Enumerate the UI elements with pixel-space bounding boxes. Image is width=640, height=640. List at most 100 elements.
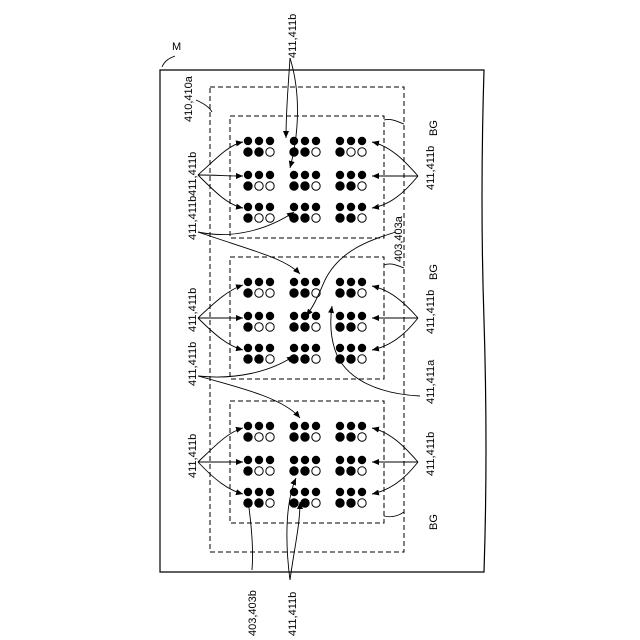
dot-cell [336, 344, 366, 363]
dot-filled [336, 344, 344, 352]
dot-cell [244, 278, 274, 297]
dot-open [266, 323, 274, 331]
dot-filled [347, 355, 355, 363]
dot-filled [244, 422, 252, 430]
dot-filled [347, 289, 355, 297]
dot-open [312, 467, 320, 475]
dot-filled [244, 467, 252, 475]
dot-filled [290, 323, 298, 331]
dot-filled [347, 203, 355, 211]
dot-filled [244, 278, 252, 286]
region-label: 410,410a [183, 75, 195, 122]
dot-filled [336, 323, 344, 331]
dot-filled [244, 433, 252, 441]
dot-open [266, 355, 274, 363]
dot-open [358, 214, 366, 222]
dot-filled [347, 137, 355, 145]
dot-filled [358, 422, 366, 430]
dot-open [255, 323, 263, 331]
callout-mark-a: 403,403a [306, 215, 405, 316]
dot-filled [244, 312, 252, 320]
leader-arrow [198, 285, 243, 318]
dot-filled [244, 171, 252, 179]
dot-filled [301, 137, 309, 145]
dot-filled [312, 137, 320, 145]
dot-filled [301, 355, 309, 363]
dot-filled [358, 456, 366, 464]
dot-filled [336, 433, 344, 441]
dot-cell [290, 344, 320, 363]
dot-filled [301, 499, 309, 507]
dot-cell [244, 422, 274, 441]
dot-filled [336, 278, 344, 286]
dot-filled [347, 182, 355, 190]
dot-filled [312, 203, 320, 211]
dot-filled [244, 148, 252, 156]
dot-open [358, 323, 366, 331]
dot-open [312, 148, 320, 156]
element-label: 411,411b [425, 146, 437, 190]
dot-filled [266, 344, 274, 352]
leader-arrow [198, 318, 243, 350]
dot-filled [255, 148, 263, 156]
element-label: 411,411b [187, 342, 199, 386]
dot-filled [266, 171, 274, 179]
dot-filled [255, 137, 263, 145]
dot-filled [312, 456, 320, 464]
dot-filled [336, 422, 344, 430]
dot-filled [336, 488, 344, 496]
dot-filled [301, 488, 309, 496]
dot-filled [336, 137, 344, 145]
dot-filled [255, 499, 263, 507]
dot-cell [290, 488, 320, 507]
leader-arrow [290, 502, 300, 580]
leader-arrow [248, 500, 253, 570]
dot-filled [347, 433, 355, 441]
dot-filled [301, 456, 309, 464]
bg-label: BG [428, 264, 440, 280]
dot-filled [312, 171, 320, 179]
dot-open [358, 182, 366, 190]
dot-filled [255, 344, 263, 352]
dot-filled [255, 312, 263, 320]
dot-filled [301, 171, 309, 179]
dot-cell [244, 456, 274, 475]
dot-filled [244, 203, 252, 211]
dot-open [255, 214, 263, 222]
dot-open [358, 433, 366, 441]
dot-filled [301, 323, 309, 331]
dot-open [266, 433, 274, 441]
dot-filled [255, 488, 263, 496]
sheet-outline [160, 70, 486, 572]
dot-filled [290, 214, 298, 222]
callout-left-3: 411,411b [187, 285, 243, 350]
dot-filled [290, 182, 298, 190]
dot-filled [312, 422, 320, 430]
dot-filled [301, 433, 309, 441]
dot-filled [301, 467, 309, 475]
dot-filled [358, 312, 366, 320]
leader-arrow [198, 175, 243, 208]
dot-open [312, 323, 320, 331]
dot-cell [290, 278, 320, 297]
element-label: 411,411b [425, 432, 437, 476]
dot-filled [266, 137, 274, 145]
dot-filled [290, 344, 298, 352]
bg-label: BG [428, 514, 440, 530]
dot-filled [347, 323, 355, 331]
callout-mark-b: 403,403b [247, 500, 259, 636]
dot-filled [255, 456, 263, 464]
dot-filled [347, 488, 355, 496]
dot-filled [255, 171, 263, 179]
dot-filled [255, 203, 263, 211]
leader-arrow [198, 175, 243, 176]
dot-filled [312, 278, 320, 286]
mark-b-label: 403,403b [247, 590, 259, 636]
dot-open [266, 467, 274, 475]
leader-arrow [198, 428, 243, 462]
dot-filled [358, 137, 366, 145]
dot-filled [244, 323, 252, 331]
mark-a-label: 403,403a [393, 215, 405, 262]
dot-filled [301, 148, 309, 156]
dot-filled [301, 203, 309, 211]
